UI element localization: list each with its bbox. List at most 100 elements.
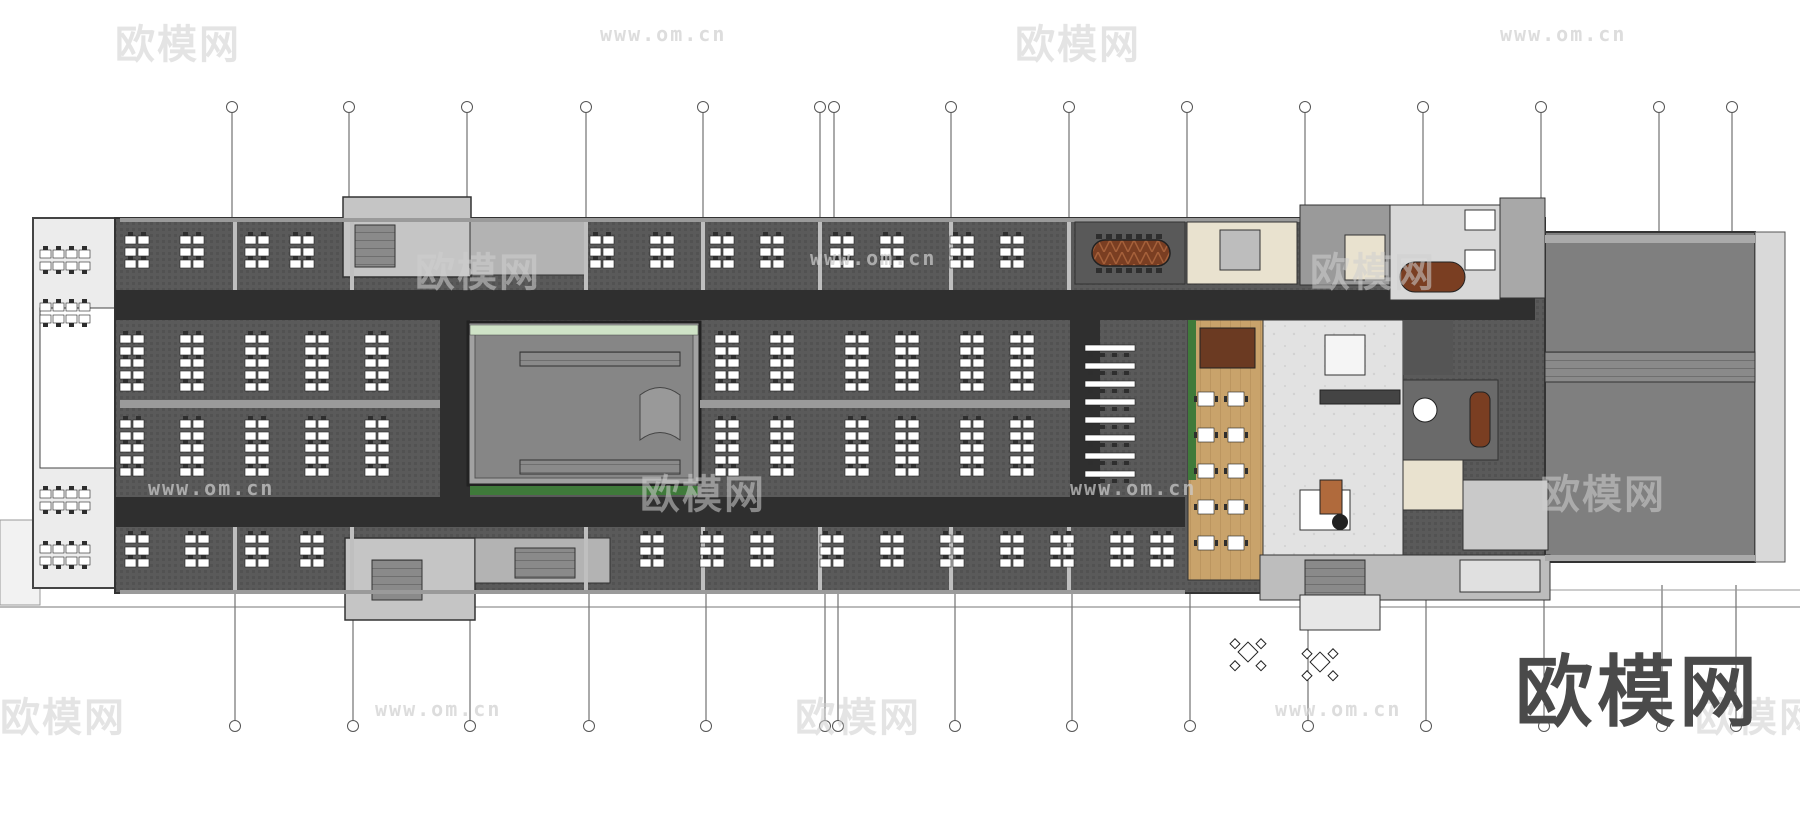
chair bbox=[1088, 461, 1093, 465]
desk bbox=[962, 235, 975, 245]
desk bbox=[844, 346, 857, 356]
chair bbox=[1003, 531, 1008, 535]
chair bbox=[196, 232, 201, 236]
chair bbox=[261, 232, 266, 236]
chair bbox=[883, 232, 888, 236]
chair bbox=[1124, 407, 1129, 411]
desk bbox=[65, 544, 78, 554]
chair bbox=[976, 379, 981, 383]
desk bbox=[132, 334, 145, 344]
desk bbox=[317, 443, 330, 453]
desk bbox=[179, 358, 192, 368]
chair bbox=[898, 416, 903, 420]
chair bbox=[248, 416, 253, 420]
chair bbox=[1113, 531, 1118, 535]
desk bbox=[769, 431, 782, 441]
desk bbox=[907, 334, 920, 344]
desk bbox=[179, 443, 192, 453]
desk bbox=[652, 534, 665, 544]
desk bbox=[364, 382, 377, 392]
chair bbox=[943, 555, 948, 559]
grid-bubble bbox=[1417, 101, 1429, 113]
chair bbox=[1124, 461, 1129, 465]
chair bbox=[196, 379, 201, 383]
chair bbox=[82, 510, 87, 514]
chair bbox=[963, 440, 968, 444]
desk bbox=[602, 235, 615, 245]
chair bbox=[1194, 468, 1197, 474]
desk bbox=[137, 235, 150, 245]
desk bbox=[879, 235, 892, 245]
training-desk bbox=[1084, 416, 1136, 424]
chair bbox=[1100, 407, 1105, 411]
chair bbox=[123, 416, 128, 420]
chair bbox=[1112, 425, 1117, 429]
workstation-clusters bbox=[39, 232, 1175, 569]
chair bbox=[56, 565, 61, 569]
desk bbox=[1012, 235, 1025, 245]
chair bbox=[956, 555, 961, 559]
desk bbox=[179, 419, 192, 429]
chair bbox=[766, 555, 771, 559]
desk bbox=[1009, 346, 1022, 356]
chair bbox=[136, 416, 141, 420]
desk bbox=[829, 259, 842, 269]
chair bbox=[128, 256, 133, 260]
training-desk bbox=[1084, 470, 1136, 478]
chair bbox=[1016, 232, 1021, 236]
chair bbox=[773, 416, 778, 420]
chair bbox=[188, 555, 193, 559]
desk bbox=[39, 249, 52, 259]
desk bbox=[377, 334, 390, 344]
desk bbox=[589, 259, 602, 269]
desk bbox=[304, 443, 317, 453]
chair bbox=[261, 555, 266, 559]
chair bbox=[308, 464, 313, 468]
chair bbox=[316, 555, 321, 559]
chair bbox=[1003, 232, 1008, 236]
chair bbox=[303, 531, 308, 535]
chair bbox=[1224, 540, 1227, 546]
desk bbox=[842, 235, 855, 245]
chair bbox=[141, 232, 146, 236]
desk bbox=[759, 259, 772, 269]
desk bbox=[192, 334, 205, 344]
chair bbox=[1215, 468, 1218, 474]
desk bbox=[589, 247, 602, 257]
outdoor-chair bbox=[1255, 660, 1267, 672]
desk bbox=[192, 247, 205, 257]
desk bbox=[769, 467, 782, 477]
desk bbox=[1022, 467, 1035, 477]
desk bbox=[124, 546, 137, 556]
desk bbox=[602, 259, 615, 269]
chair bbox=[1088, 407, 1093, 411]
desk bbox=[772, 259, 785, 269]
desk bbox=[364, 443, 377, 453]
desk bbox=[1122, 534, 1135, 544]
desk bbox=[894, 334, 907, 344]
desk bbox=[1022, 382, 1035, 392]
chair bbox=[261, 331, 266, 335]
chair bbox=[786, 440, 791, 444]
desk bbox=[257, 558, 270, 568]
grid-bubble bbox=[828, 101, 840, 113]
desk bbox=[907, 431, 920, 441]
grid-bubble bbox=[1656, 720, 1668, 732]
desk bbox=[197, 546, 210, 556]
chair bbox=[56, 246, 61, 250]
chair bbox=[1215, 432, 1218, 438]
chair bbox=[911, 464, 916, 468]
desk bbox=[192, 346, 205, 356]
desk bbox=[244, 334, 257, 344]
desk bbox=[727, 443, 740, 453]
chair bbox=[1088, 479, 1093, 483]
chair bbox=[306, 256, 311, 260]
chair bbox=[836, 531, 841, 535]
desk bbox=[959, 419, 972, 429]
desk bbox=[132, 455, 145, 465]
chair bbox=[976, 331, 981, 335]
desk bbox=[714, 455, 727, 465]
desk bbox=[662, 235, 675, 245]
desk bbox=[972, 455, 985, 465]
chair bbox=[963, 464, 968, 468]
